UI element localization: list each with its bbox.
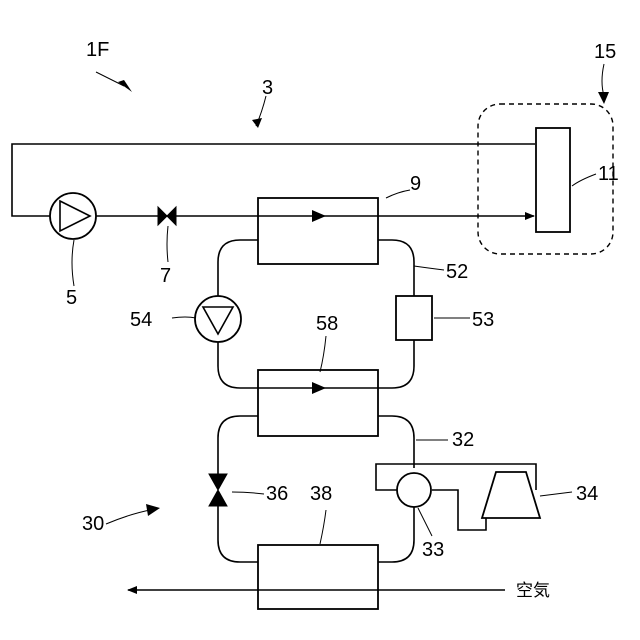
- label-7: 7: [160, 265, 171, 287]
- label-33: 33: [422, 539, 444, 561]
- label-3: 3: [262, 77, 273, 99]
- device-11-box: [536, 128, 570, 232]
- tank-53-box: [396, 296, 432, 340]
- label-32: 32: [452, 429, 474, 451]
- label-34: 34: [576, 483, 598, 505]
- valve-7-icon: [158, 207, 176, 225]
- label-36: 36: [266, 483, 288, 505]
- label-30: 30: [82, 513, 104, 535]
- label-38: 38: [310, 483, 332, 505]
- pump-54-icon: [195, 296, 241, 342]
- leader-lines: [72, 64, 609, 544]
- air-label: 空気: [516, 581, 550, 601]
- valve-33-icon: [397, 473, 431, 507]
- valve-36-icon: [209, 474, 227, 506]
- heat-exchanger-58: [258, 370, 378, 436]
- pump-5-icon: [50, 193, 96, 239]
- label-53: 53: [472, 309, 494, 331]
- heat-exchanger-9: [258, 198, 378, 264]
- label-5: 5: [66, 287, 77, 309]
- label-9: 9: [410, 173, 421, 195]
- compressor-34-icon: [482, 472, 540, 518]
- label-11: 11: [598, 163, 619, 185]
- figure-label: 1F: [86, 39, 109, 61]
- heat-exchanger-38: [258, 545, 378, 609]
- label-15: 15: [594, 41, 616, 63]
- label-58: 58: [316, 313, 338, 335]
- label-52: 52: [446, 261, 468, 283]
- label-54: 54: [130, 309, 152, 331]
